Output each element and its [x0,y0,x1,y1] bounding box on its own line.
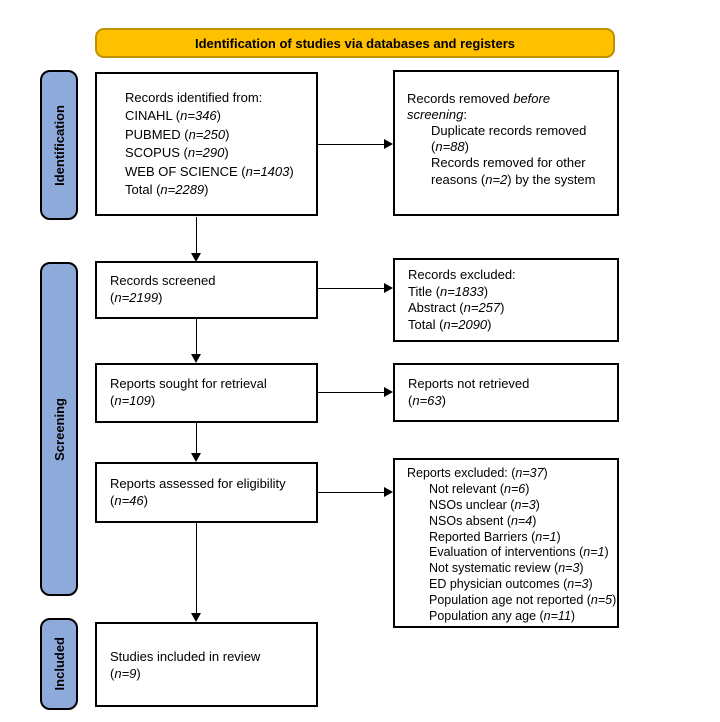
arrow-right-sought-to-not-retrieved [318,387,393,398]
banner-label: Identification of studies via databases … [194,35,516,51]
arrow-down-assessed-to-included [191,523,202,622]
stage-included-text: Included [51,637,67,691]
stage-label-identification: Identification [40,70,78,220]
box-records-excluded: Records excluded:Title (n=1833)Abstract … [393,258,619,342]
box-records-screened: Records screened(n=2199) [95,261,318,319]
stage-screening-text: Screening [51,397,67,461]
stage-identification-text: Identification [51,104,67,186]
arrow-right-screened-to-excluded [318,283,393,294]
stage-label-included: Included [40,618,78,710]
box-records-removed-before-screening: Records removed before screening:Duplica… [393,70,619,216]
box-reports-not-retrieved: Reports not retrieved(n=63) [393,363,619,422]
box-studies-included-in-review: Studies included in review(n=9) [95,622,318,707]
banner-identification-via-databases: Identification of studies via databases … [95,28,615,58]
arrow-down-sought-to-assessed [191,423,202,462]
box-reports-sought-for-retrieval: Reports sought for retrieval(n=109) [95,363,318,423]
arrow-down-identified-to-screened [191,217,202,262]
box-reports-excluded: Reports excluded: (n=37)Not relevant (n=… [393,458,619,628]
arrow-down-screened-to-sought [191,319,202,363]
arrow-right-identified-to-removed [318,139,393,150]
stage-label-screening: Screening [40,262,78,596]
box-reports-assessed-for-eligibility: Reports assessed for eligibility(n=46) [95,462,318,523]
box-records-identified: Records identified from:CINAHL (n=346)PU… [95,72,318,216]
arrow-right-assessed-to-reports-excluded [318,487,393,498]
